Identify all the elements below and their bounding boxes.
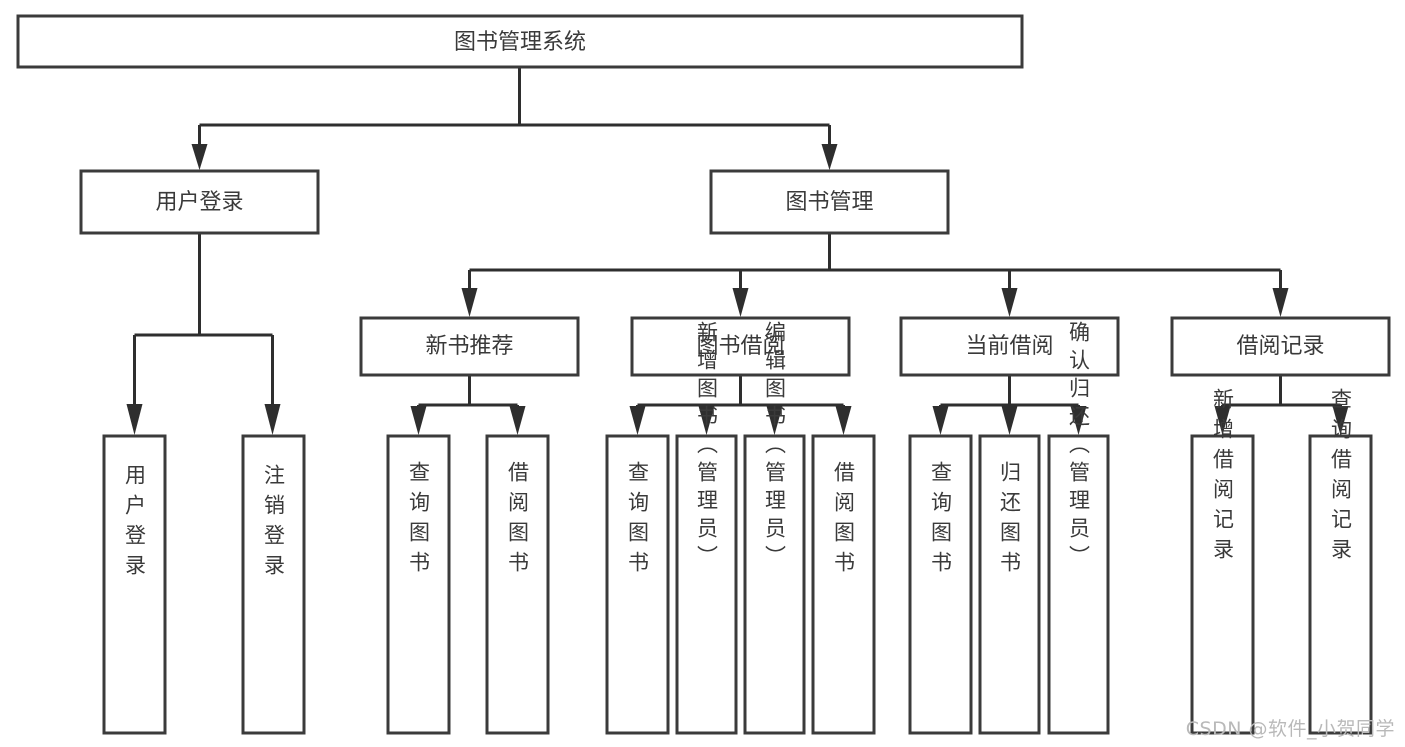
arrow-to-leaf-3	[410, 406, 427, 435]
leaf-node-8[interactable]: 借阅图书	[811, 434, 876, 735]
node-borrow-record[interactable]: 借阅记录	[1170, 316, 1391, 377]
node-root-label: 图书管理系统	[454, 30, 586, 55]
node-book-manage-box[interactable]	[709, 169, 950, 235]
node-user-login-box[interactable]	[79, 169, 320, 235]
node-book-borrow-label: 图书借阅	[696, 334, 784, 359]
node-new-book-rec-label: 新书推荐	[425, 334, 513, 359]
node-borrow-record-label: 借阅记录	[1236, 334, 1324, 359]
leaf-node-12-box[interactable]	[1190, 434, 1255, 735]
leaf-node-9-box[interactable]	[908, 434, 973, 735]
node-borrow-record-box[interactable]	[1170, 316, 1391, 377]
leaf-node-7-label: 编辑图书（管理员）	[763, 321, 787, 573]
node-new-book-rec[interactable]: 新书推荐	[359, 316, 580, 377]
node-user-login-label: 用户登录	[155, 190, 243, 215]
leaf-node-5-box[interactable]	[605, 434, 670, 735]
leaf-node-5[interactable]: 查询图书	[605, 434, 670, 735]
arrow-to-current-borrow	[1001, 288, 1018, 317]
arrow-to-book-borrow	[732, 288, 749, 317]
leaf-node-3-box[interactable]	[386, 434, 451, 735]
leaf-node-12[interactable]: 新增借阅记录	[1190, 388, 1255, 735]
leaf-node-10-box[interactable]	[978, 434, 1041, 735]
leaf-node-11-box[interactable]	[1047, 434, 1110, 735]
arrow-to-user-login	[191, 144, 208, 170]
leaf-node-2-label: 注销登录	[262, 464, 286, 584]
leaf-node-6[interactable]: 新增图书（管理员）	[675, 321, 738, 735]
leaf-node-9-label: 查询图书	[929, 461, 953, 581]
arrow-to-leaf-2	[264, 404, 281, 435]
node-root-box[interactable]	[16, 14, 1024, 69]
node-user-login[interactable]: 用户登录	[79, 169, 320, 235]
arrow-to-leaf-9	[932, 406, 949, 435]
arrow-to-leaf-7	[766, 406, 783, 435]
node-root[interactable]: 图书管理系统	[16, 14, 1024, 69]
node-current-borrow-label: 当前借阅	[965, 334, 1053, 359]
connector-layer	[126, 67, 1349, 435]
node-book-manage[interactable]: 图书管理	[709, 169, 950, 235]
node-book-borrow-box[interactable]	[630, 316, 851, 377]
leaf-node-10[interactable]: 归还图书	[978, 434, 1041, 735]
node-new-book-rec-box[interactable]	[359, 316, 580, 377]
arrow-to-leaf-5	[629, 406, 646, 435]
leaf-node-1[interactable]: 用户登录	[102, 434, 167, 735]
leaf-node-2-box[interactable]	[241, 434, 306, 735]
leaf-node-7-box[interactable]	[743, 434, 806, 735]
leaf-node-4[interactable]: 借阅图书	[485, 434, 550, 735]
arrow-to-new-book-rec	[461, 288, 478, 317]
leaf-node-3[interactable]: 查询图书	[386, 434, 451, 735]
leaf-node-4-label: 借阅图书	[506, 461, 530, 581]
arrow-to-leaf-12	[1214, 406, 1231, 435]
leaf-node-4-box[interactable]	[485, 434, 550, 735]
arrow-to-leaf-11	[1070, 406, 1087, 435]
leaf-node-2[interactable]: 注销登录	[241, 434, 306, 735]
leaf-node-13[interactable]: 查询借阅记录	[1308, 388, 1373, 735]
leaf-node-6-label: 新增图书（管理员）	[695, 321, 719, 573]
arrow-to-book-manage	[821, 144, 838, 170]
arrow-to-leaf-6	[698, 406, 715, 435]
leaf-node-11[interactable]: 确认归还（管理员）	[1047, 321, 1110, 735]
leaf-node-10-label: 归还图书	[998, 461, 1022, 581]
leaf-node-6-box[interactable]	[675, 434, 738, 735]
arrow-to-borrow-record	[1272, 288, 1289, 317]
arrow-to-leaf-1	[126, 404, 143, 435]
leaf-node-13-box[interactable]	[1308, 434, 1373, 735]
csdn-watermark: CSDN @软件_小贺同学	[1185, 718, 1395, 740]
leaf-node-3-label: 查询图书	[407, 461, 431, 581]
node-current-borrow[interactable]: 当前借阅	[899, 316, 1120, 377]
leaf-node-5-label: 查询图书	[626, 461, 650, 581]
node-current-borrow-box[interactable]	[899, 316, 1120, 377]
leaf-node-8-box[interactable]	[811, 434, 876, 735]
leaf-node-12-label: 新增借阅记录	[1211, 388, 1235, 568]
leaf-node-9[interactable]: 查询图书	[908, 434, 973, 735]
node-book-manage-label: 图书管理	[785, 190, 873, 215]
arrow-to-leaf-4	[509, 406, 526, 435]
arrow-to-leaf-10	[1001, 406, 1018, 435]
leaf-node-11-label: 确认归还（管理员）	[1067, 321, 1091, 573]
leaf-node-1-box[interactable]	[102, 434, 167, 735]
arrow-to-leaf-13	[1332, 406, 1349, 435]
leaf-node-1-label: 用户登录	[123, 464, 147, 584]
arrow-to-leaf-8	[835, 406, 852, 435]
leaf-node-13-label: 查询借阅记录	[1329, 388, 1353, 568]
leaf-node-8-label: 借阅图书	[832, 461, 856, 581]
leaf-node-7[interactable]: 编辑图书（管理员）	[743, 321, 806, 735]
node-book-borrow[interactable]: 图书借阅	[630, 316, 851, 377]
